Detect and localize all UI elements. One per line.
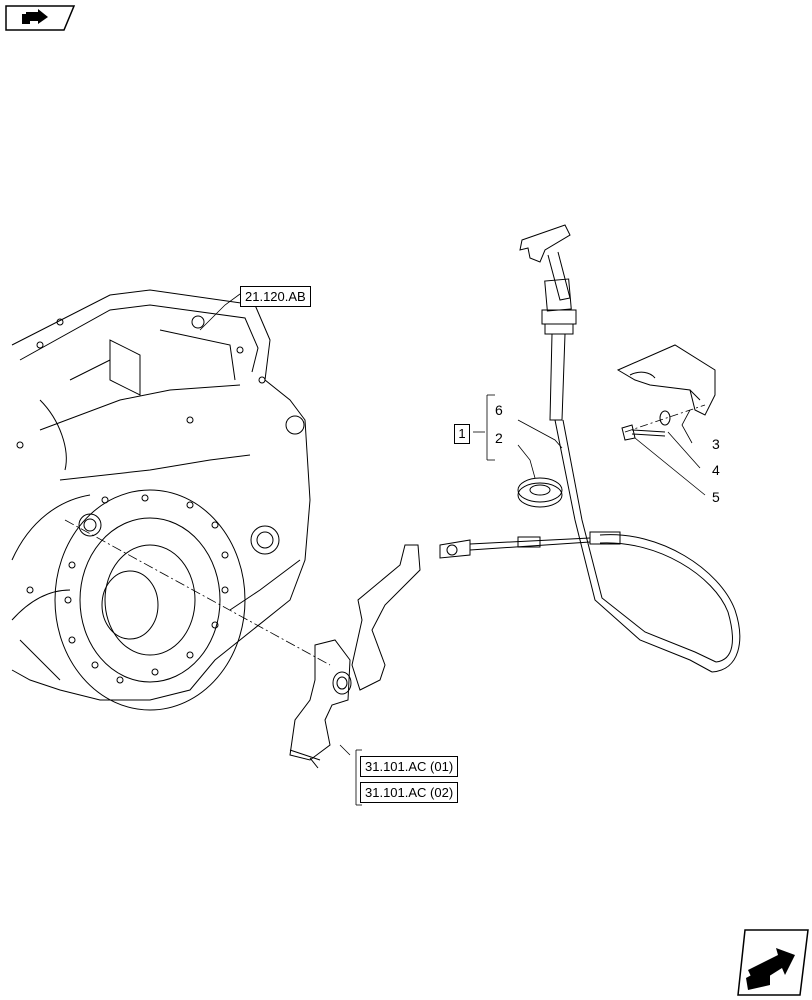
reference-31-101-ac-01[interactable]: 31.101.AC (01) [360, 756, 459, 777]
alignment-line [64, 519, 331, 666]
group-item-1: 1 [454, 424, 470, 444]
leader-lines [199, 293, 706, 806]
callout-2: 2 [495, 430, 503, 446]
reference-31-101-ac-02[interactable]: 31.101.AC (02) [360, 782, 459, 803]
callout-5: 5 [712, 489, 720, 505]
bolt [621, 424, 666, 441]
next-page-icon[interactable] [737, 929, 809, 996]
bracket-alignment-line [624, 404, 706, 433]
callout-6: 6 [495, 402, 503, 418]
housing-bolt-holes [16, 318, 266, 684]
cable-assembly [439, 224, 741, 673]
callout-3: 3 [712, 436, 720, 452]
washer [659, 410, 671, 426]
page-back-icon[interactable] [5, 5, 76, 31]
seal-ring [517, 477, 563, 508]
bracket [616, 344, 716, 416]
reference-21-120-ab[interactable]: 21.120.AB [240, 286, 311, 307]
transmission-housing [11, 289, 311, 711]
callout-4: 4 [712, 462, 720, 478]
lever [289, 544, 421, 769]
